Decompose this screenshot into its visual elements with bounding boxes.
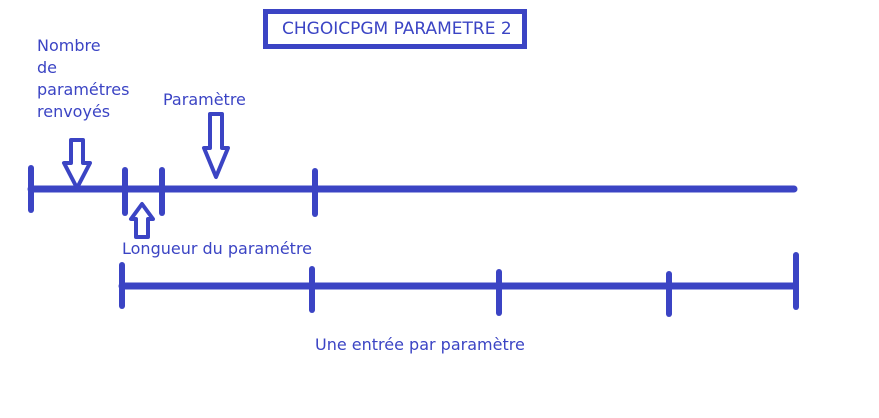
down-arrow-icon (202, 112, 230, 179)
parameter-label: Paramètre (163, 90, 246, 109)
down-arrow-icon (62, 138, 92, 190)
parameter-length-label: Longueur du paramétre (122, 239, 313, 258)
entry-per-parameter-label: Une entrée par paramètre (315, 335, 525, 354)
parameter-count-label-line: paramétres (37, 80, 130, 99)
parameter-count-label: Nombre de paramétres renvoyés (37, 35, 157, 123)
diagram-title-box: CHGOICPGM PARAMETRE 2 (263, 9, 527, 49)
parameter-count-label-line: de (37, 58, 57, 77)
parameter-count-label-line: renvoyés (37, 102, 111, 121)
parameter-count-label-line: Nombre (37, 36, 101, 55)
diagram-title: CHGOICPGM PARAMETRE 2 (282, 19, 512, 39)
up-arrow-icon (129, 202, 155, 239)
